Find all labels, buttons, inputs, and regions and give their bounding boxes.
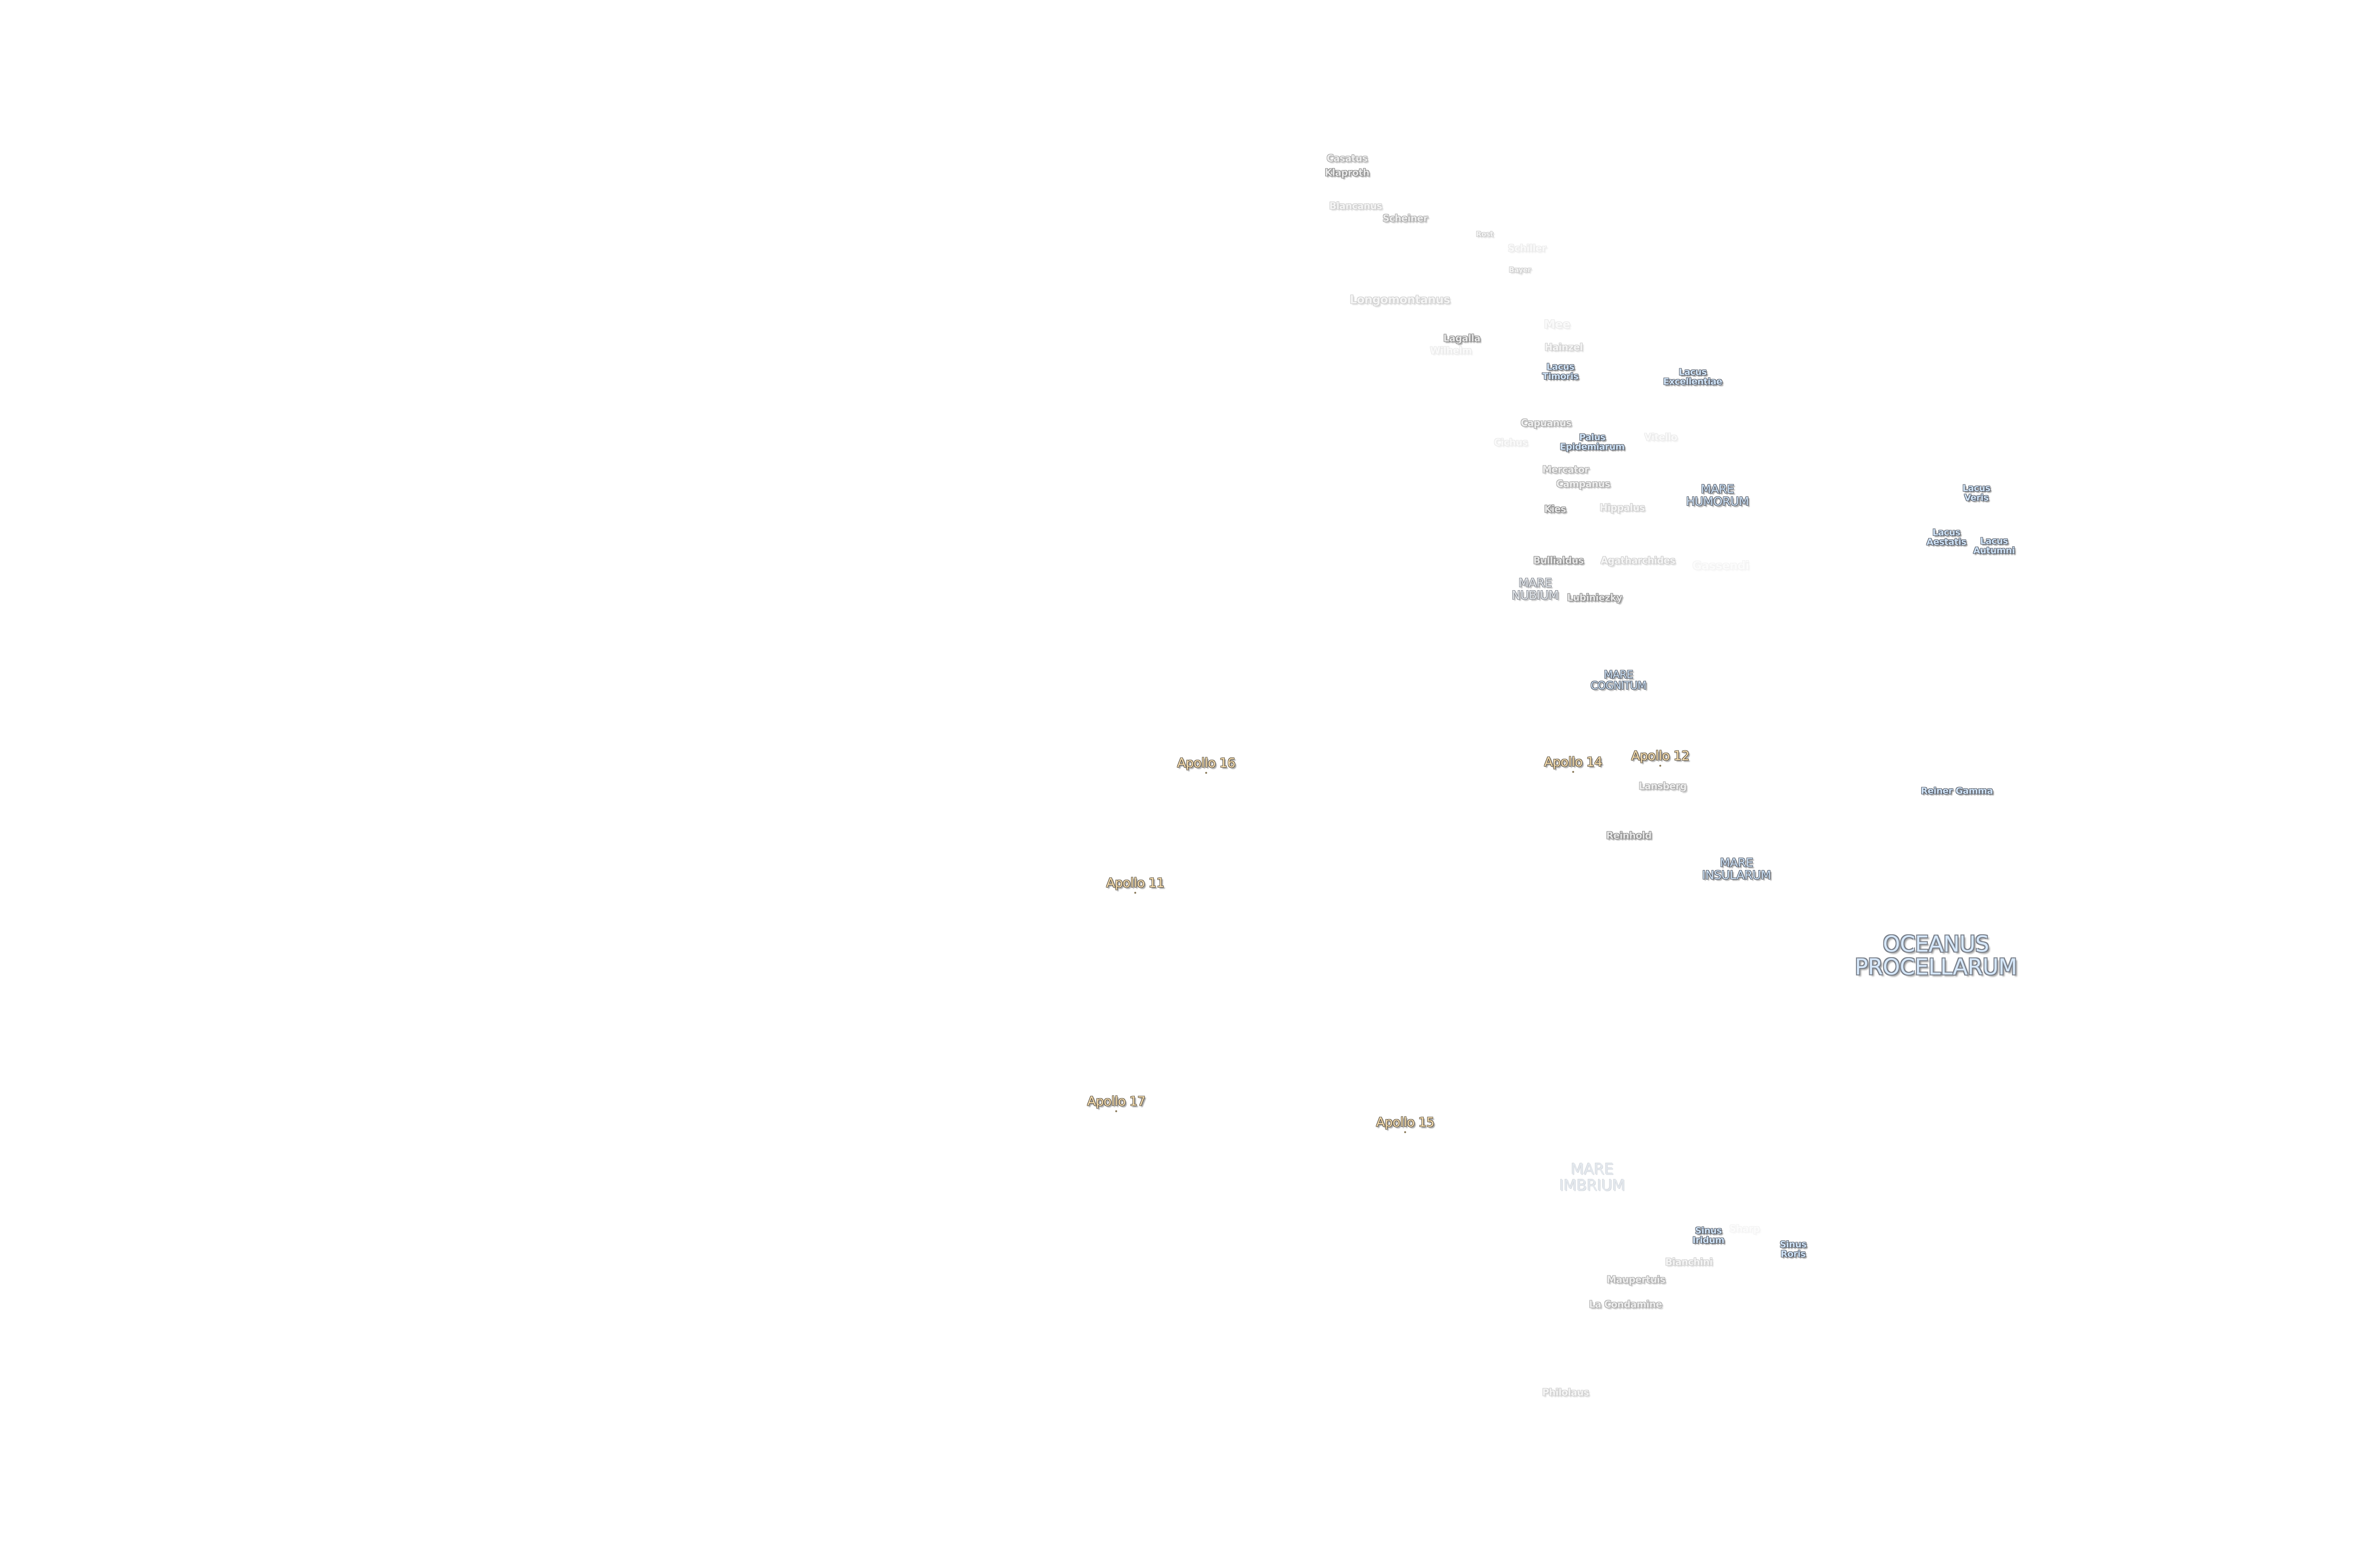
crater-label-longomontanus: Longomontanus [1349,293,1450,306]
mare-label-oceanus-procellarum: OCEANUS PROCELLARUM [1854,931,2017,980]
feature-label-lacus-timoris: Lacus Timoris [1542,362,1579,382]
crater-label-vitello: Vitello [1644,431,1677,443]
crater-label-lubiniezky: Lubiniezky [1567,592,1622,603]
crater-label-agatharchides: Agatharchides [1600,554,1676,566]
crater-label-lansberg: Lansberg [1638,780,1687,792]
crater-label-capuanus: Capuanus [1520,417,1572,429]
landing-site-apollo-12[interactable]: Apollo 12 [1631,748,1690,767]
crater-label-schiller: Schiller [1507,242,1547,254]
feature-label-reiner-gamma: Reiner Gamma [1921,786,1993,797]
crater-label-philolaus: Philolaus [1542,1386,1589,1398]
feature-label-lacus-autumni: Lacus Autumni [1973,536,2015,556]
crater-label-bullialdus: Bullialdus [1533,554,1584,566]
crater-label-blancanus: Blancanus [1329,200,1382,212]
crater-label-mee: Mee [1544,317,1570,331]
crater-label-bianchini: Bianchini [1665,1256,1713,1268]
crater-label-hainzel: Hainzel [1545,341,1583,353]
crater-label-wilhelm: Wilhelm [1430,345,1472,356]
crater-label-rost: Rost [1476,230,1493,239]
crater-label-klaproth: Klaproth [1325,167,1369,178]
crater-label-kies: Kies [1544,503,1566,515]
crater-label-scheiner: Scheiner [1382,212,1428,224]
crater-label-hippalus: Hippalus [1599,502,1645,514]
crater-label-sharp: Sharp [1729,1223,1760,1235]
feature-label-sinus-roris: Sinus Roris [1779,1239,1807,1259]
crater-label-bayer: Bayer [1509,266,1531,275]
mare-label-humorum: MARE HUMORUM [1686,482,1749,508]
landing-site-apollo-15[interactable]: Apollo 15 [1376,1115,1435,1134]
feature-label-palus-epidemiarum: Palus Epidemiarum [1560,432,1625,452]
landing-site-apollo-14[interactable]: Apollo 14 [1544,754,1603,773]
crater-label-mercator: Mercator [1542,464,1589,475]
feature-label-sinus-iridum: Sinus Iridum [1692,1226,1725,1245]
landing-site-apollo-11[interactable]: Apollo 11 [1106,875,1165,894]
feature-label-lacus-veris: Lacus Veris [1962,483,1991,503]
mare-label-imbrium: MARE IMBRIUM [1559,1160,1626,1194]
mare-label-nubium: MARE NUBIUM [1511,575,1559,602]
crater-label-cichus: Cichus [1494,436,1528,448]
crater-label-la-condamine: La Condamine [1589,1298,1662,1310]
crater-label-lagalla: Lagalla [1443,332,1480,344]
mare-label-cognitum: MARE COGNITUM [1590,669,1646,692]
crater-label-maupertuis: Maupertuis [1606,1274,1666,1285]
crater-label-campanus: Campanus [1556,478,1610,490]
crater-label-reinhold: Reinhold [1606,830,1652,841]
feature-label-lacus-excellentiae: Lacus Excellentiae [1663,367,1723,387]
landing-site-apollo-16[interactable]: Apollo 16 [1177,755,1236,774]
landing-site-apollo-17[interactable]: Apollo 17 [1087,1094,1146,1113]
crater-label-gassendi: Gassendi [1692,559,1749,573]
feature-label-lacus-aestatis: Lacus Aestatis [1926,527,1966,547]
crater-label-casatus: Casatus [1327,152,1368,164]
mare-label-insularum: MARE INSULARUM [1702,855,1771,882]
